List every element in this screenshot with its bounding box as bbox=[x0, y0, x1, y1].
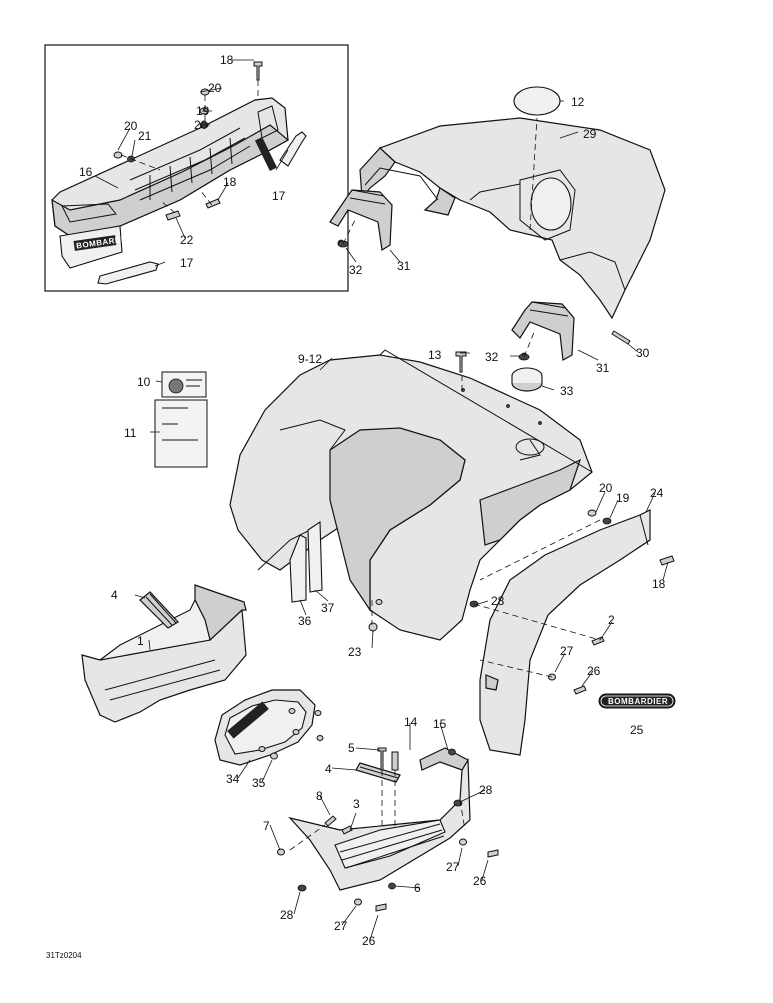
rear-cover-part bbox=[359, 117, 666, 320]
callout-17a: 17 bbox=[272, 189, 286, 203]
callout-27c: 27 bbox=[334, 919, 348, 933]
callout-33: 33 bbox=[560, 384, 574, 398]
callout-18b: 18 bbox=[223, 175, 237, 189]
callout-18a: 18 bbox=[220, 53, 234, 67]
callout-20c: 20 bbox=[124, 119, 138, 133]
callout-30: 30 bbox=[636, 346, 650, 360]
footrest-part bbox=[288, 747, 471, 891]
callout-19a: 19 bbox=[196, 104, 210, 118]
callout-20d: 20 bbox=[599, 481, 613, 495]
callout-2: 2 bbox=[608, 613, 615, 627]
callout-31b: 31 bbox=[596, 361, 610, 375]
callout-31a: 31 bbox=[397, 259, 411, 273]
callout-11: 11 bbox=[124, 426, 137, 440]
reference-code: 31Tz0204 bbox=[46, 951, 82, 960]
callout-16: 16 bbox=[79, 165, 93, 179]
oval-cover-part bbox=[214, 689, 316, 766]
callout-26c: 26 bbox=[362, 934, 376, 948]
callout-5: 5 bbox=[348, 741, 355, 755]
callout-3: 3 bbox=[353, 797, 360, 811]
callout-22: 22 bbox=[180, 233, 194, 247]
front-bumper-part: BOMBARDIER bbox=[51, 97, 290, 269]
callout-24: 24 bbox=[650, 486, 664, 500]
screw-13 bbox=[455, 351, 467, 373]
callout-labels: 18 20 19 20 20 21 16 18 17 22 17 12 29 3… bbox=[79, 53, 666, 948]
callout-36: 36 bbox=[298, 614, 312, 628]
callout-17b: 17 bbox=[180, 256, 194, 270]
logo-text: BOMBARDIER bbox=[608, 697, 668, 706]
callout-35: 35 bbox=[252, 776, 266, 790]
callout-7: 7 bbox=[263, 819, 270, 833]
callout-19b: 19 bbox=[616, 491, 630, 505]
inset-hardware bbox=[113, 61, 263, 221]
decal-11 bbox=[154, 399, 208, 468]
hole-cap-33 bbox=[511, 367, 543, 392]
callout-37: 37 bbox=[321, 601, 335, 615]
front-fender-part bbox=[229, 349, 593, 641]
callout-6: 6 bbox=[414, 881, 421, 895]
rack-bracket-lower bbox=[511, 301, 575, 361]
callout-10: 10 bbox=[137, 375, 151, 389]
rack-cap-part bbox=[513, 86, 561, 116]
callout-1: 1 bbox=[137, 634, 144, 648]
callout-21: 21 bbox=[138, 129, 152, 143]
rear-fender-part bbox=[479, 509, 651, 756]
callout-26b: 26 bbox=[473, 874, 487, 888]
callout-28b: 28 bbox=[479, 783, 493, 797]
callout-28a: 28 bbox=[491, 594, 505, 608]
callout-27b: 27 bbox=[446, 860, 460, 874]
callout-29: 29 bbox=[583, 127, 597, 141]
callout-32b: 32 bbox=[485, 350, 499, 364]
front-bumper-strip-side bbox=[279, 131, 307, 167]
side-panel-37 bbox=[307, 520, 323, 593]
callout-25: 25 bbox=[630, 723, 644, 737]
callout-28c: 28 bbox=[280, 908, 294, 922]
callout-13: 13 bbox=[428, 348, 442, 362]
callout-20b: 20 bbox=[194, 118, 208, 132]
callout-4a: 4 bbox=[111, 588, 118, 602]
callout-32a: 32 bbox=[349, 263, 363, 277]
leader-lines bbox=[94, 59, 669, 941]
callout-14: 14 bbox=[404, 715, 418, 729]
callout-18c: 18 bbox=[652, 577, 666, 591]
front-bumper-strip-lower bbox=[97, 261, 159, 285]
decal-10 bbox=[161, 371, 207, 398]
step-pad-4-upper bbox=[139, 591, 179, 629]
callout-23: 23 bbox=[348, 645, 362, 659]
rack-bolt-30 bbox=[611, 330, 631, 345]
assembly-lines bbox=[289, 117, 601, 851]
bombardier-logo-25: BOMBARDIER bbox=[598, 693, 676, 709]
callout-9-12: 9-12 bbox=[298, 352, 322, 366]
callout-8: 8 bbox=[316, 789, 323, 803]
side-panel-36 bbox=[289, 534, 307, 603]
callout-34: 34 bbox=[226, 772, 240, 786]
callout-27a: 27 bbox=[560, 644, 574, 658]
storage-box-part bbox=[81, 584, 247, 723]
step-pad-4-lower bbox=[355, 762, 401, 783]
callout-15: 15 bbox=[433, 717, 447, 731]
callout-12: 12 bbox=[571, 95, 585, 109]
callout-20a: 20 bbox=[208, 81, 222, 95]
callout-4b: 4 bbox=[325, 762, 332, 776]
callout-26a: 26 bbox=[587, 664, 601, 678]
